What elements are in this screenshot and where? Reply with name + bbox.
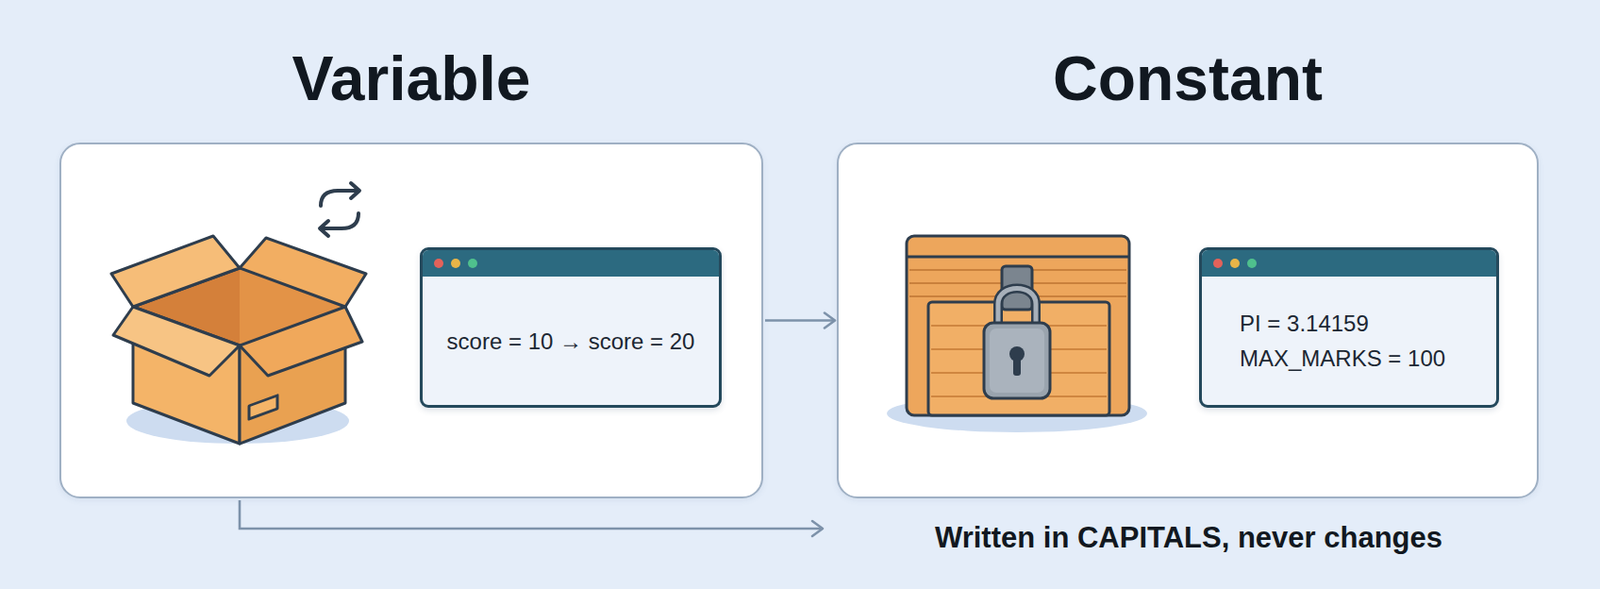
window-body: score = 10 → score = 20 [422, 276, 719, 405]
window-title-bar [422, 250, 719, 277]
code-window: score = 10 → score = 20 [419, 247, 722, 408]
window-dot [450, 258, 461, 268]
connector-arrow [765, 318, 835, 322]
panel-heading: Variable [61, 43, 762, 114]
concept-panel: Variablescore = 10 → score = 20 [59, 142, 764, 499]
window-dot [1230, 258, 1240, 268]
panel-heading: Constant [838, 43, 1537, 114]
code-line: score = 10 → score = 20 [447, 323, 696, 359]
caption-note: Written in CAPITALS, never changes [934, 519, 1443, 556]
window-title-bar [1201, 250, 1497, 277]
locked-chest-icon [886, 235, 1148, 433]
window-body: PI = 3.14159MAX_MARKS = 100 [1201, 276, 1497, 405]
concept-panel: ConstantPI = 3.14159MAX_MARKS = 100 [836, 142, 1539, 499]
window-dot [1247, 258, 1257, 268]
window-dot [433, 258, 444, 268]
open-box-icon [111, 235, 367, 444]
code-window: PI = 3.14159MAX_MARKS = 100 [1199, 247, 1500, 408]
leader-line [239, 500, 823, 529]
window-dot [467, 258, 478, 268]
cycle-arrows-icon [319, 183, 360, 236]
code-line: MAX_MARKS = 100 [1239, 340, 1446, 376]
code-line: PI = 3.14159 [1239, 305, 1369, 341]
window-dot [1213, 258, 1223, 268]
